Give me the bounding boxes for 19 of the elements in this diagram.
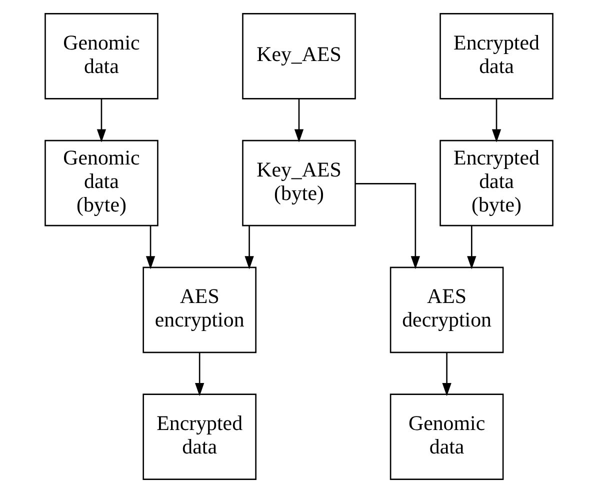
node-box: Genomic data — [389, 394, 504, 480]
arrow — [466, 226, 476, 270]
node-box: Key_AES — [242, 13, 356, 100]
node-box: Encrypted data — [439, 13, 553, 100]
arrow — [355, 183, 420, 270]
node-box: Genomic data (byte) — [44, 140, 158, 226]
arrow — [244, 226, 254, 270]
arrow — [491, 98, 501, 142]
arrow — [194, 352, 204, 396]
arrow — [96, 98, 106, 142]
arrow — [145, 226, 155, 270]
node-box: Key_AES (byte) — [242, 140, 356, 226]
node-box: AES encryption — [142, 266, 256, 354]
node-box: Genomic data — [44, 13, 158, 100]
node-box: Encrypted data — [142, 394, 256, 480]
arrow — [294, 98, 304, 142]
arrow — [442, 352, 451, 396]
node-box: Encrypted data (byte) — [439, 140, 553, 226]
node-box: AES decryption — [389, 266, 504, 354]
